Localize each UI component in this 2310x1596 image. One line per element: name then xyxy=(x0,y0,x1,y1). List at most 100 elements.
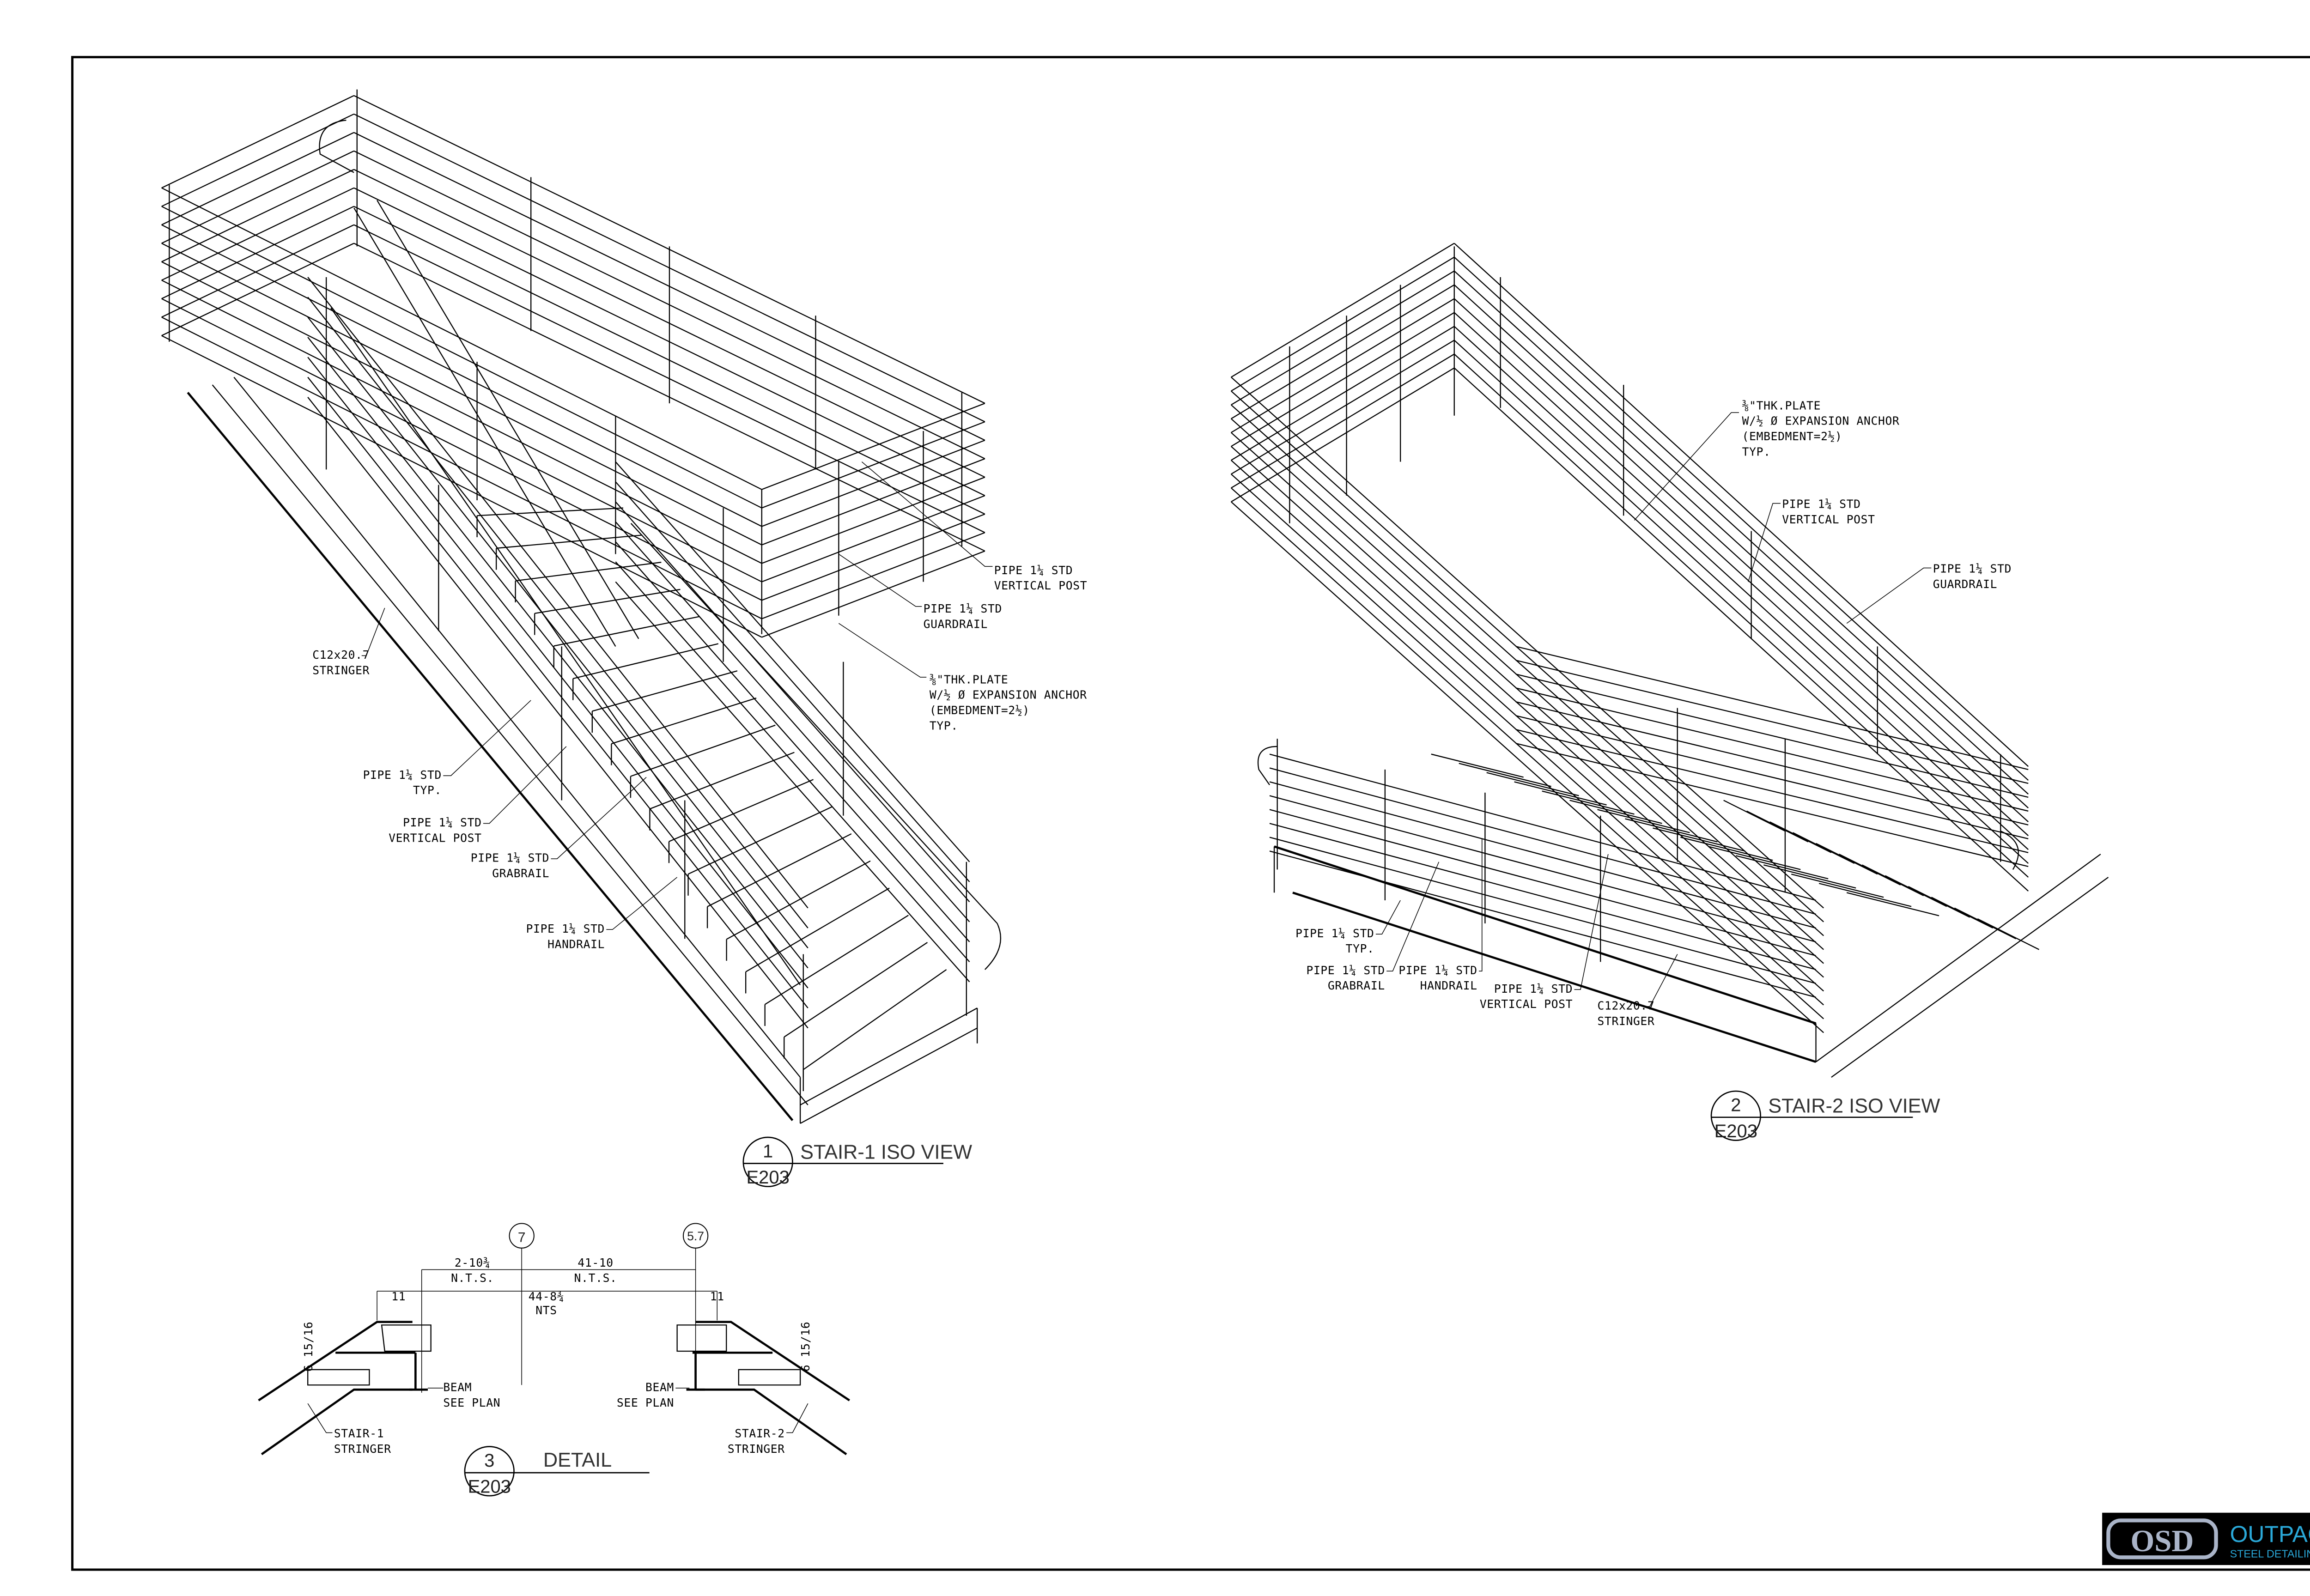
guardrail-pipe xyxy=(161,316,762,619)
dimension-edge-left: 11 xyxy=(391,1290,406,1303)
stair-tread xyxy=(1514,781,1607,806)
stair-tread xyxy=(1954,907,2017,940)
guardrail-pipe xyxy=(1231,487,1824,1019)
guardrail-pipe xyxy=(1515,674,2029,798)
stair-tread xyxy=(1746,810,1809,843)
stair-tread xyxy=(477,507,624,516)
guardrail-pipe xyxy=(1515,743,2029,867)
guardrail-pipe xyxy=(761,495,985,583)
guardrail-pipe xyxy=(1453,256,2029,781)
guardrail-pipe xyxy=(1453,298,2029,822)
logo-tagline: STEEL DETAILING xyxy=(2230,1547,2310,1560)
guardrail-pipe xyxy=(307,277,808,909)
stringer xyxy=(233,376,801,1078)
guardrail-pipe xyxy=(1515,646,2029,771)
stair-tread xyxy=(765,915,909,1005)
stair2-stringer xyxy=(695,1321,850,1402)
stair1-view-title: 1 E203 STAIR-1 ISO VIEW xyxy=(742,1136,972,1188)
guardrail-pipe xyxy=(161,113,354,207)
stringer xyxy=(800,1007,978,1106)
detail-drawing xyxy=(258,1248,850,1456)
guardrail-pipe xyxy=(161,279,762,583)
stair1-stringer xyxy=(258,1321,413,1402)
stair1-callouts: PIPE 1¼ STD VERTICAL POST PIPE 1¼ STD GU… xyxy=(312,461,1087,951)
stair-tread xyxy=(1680,837,1773,861)
guardrail-pipe xyxy=(1453,243,2029,767)
stair-tread xyxy=(1597,809,1690,833)
stair-tread xyxy=(1977,918,2040,950)
guardrail-pipe xyxy=(1453,270,2029,795)
guardrail-pipe xyxy=(1231,298,1455,433)
stair2-stringer xyxy=(695,1388,847,1456)
callout-grabrail: PIPE 1¼ STD xyxy=(471,851,549,865)
logo-name: OUTPACE xyxy=(2230,1521,2310,1547)
guardrail-pipe xyxy=(161,224,762,527)
guardrail-pipe xyxy=(761,513,985,601)
detail-annotations: 7 5.7 2-10¾ N.T.S. 41-10 N.T.S. 44-8¾ NT… xyxy=(302,1223,812,1497)
guardrail-pipe xyxy=(1453,326,2029,850)
stair-tread xyxy=(1838,854,1901,886)
dimension-height-right: 6 15/16 xyxy=(799,1322,812,1371)
guardrail-pipe xyxy=(1515,729,2029,853)
guardrail-pipe xyxy=(1231,367,1455,503)
guardrail-pipe xyxy=(761,476,985,564)
stair-tread xyxy=(745,887,890,972)
callout-handrail: HANDRAIL xyxy=(547,937,605,951)
stair-tread xyxy=(1625,818,1718,843)
stair-tread xyxy=(535,589,681,614)
callout-vertical-post: PIPE 1¼ STD xyxy=(1494,982,1573,995)
stair-tread xyxy=(630,724,776,777)
guardrail-pipe xyxy=(1231,460,1824,992)
guardrail-pipe xyxy=(161,169,354,262)
guardrail-pipe xyxy=(161,206,354,299)
guardrail-pipe xyxy=(1231,243,1455,378)
view-number: 1 xyxy=(763,1141,773,1161)
callout-guardrail: PIPE 1¼ STD xyxy=(1933,562,2012,576)
guardrail-pipe xyxy=(615,541,970,942)
dimension-note: NTS xyxy=(535,1304,557,1317)
callout-guardrail: GUARDRAIL xyxy=(1933,577,1997,591)
stair-tread xyxy=(1861,864,1924,897)
guardrail-pipe xyxy=(1515,701,2029,825)
stair-tread xyxy=(611,697,757,745)
dimension-note: N.T.S. xyxy=(574,1271,617,1285)
guardrail-pipe xyxy=(161,224,354,318)
view-title: STAIR-2 ISO VIEW xyxy=(1768,1095,1940,1117)
dimension-note: N.T.S. xyxy=(451,1271,494,1285)
guardrail-pipe xyxy=(1231,390,1824,922)
guardrail-pipe xyxy=(353,207,616,647)
guardrail-pipe xyxy=(307,376,808,1008)
stair-tread xyxy=(1723,800,1786,832)
sheet-reference: E203 xyxy=(746,1167,789,1188)
concrete-tread xyxy=(307,1369,370,1386)
stair-tread xyxy=(1653,827,1745,852)
stringer-leader xyxy=(786,1403,808,1433)
guardrail-pipe xyxy=(161,187,762,490)
guardrail-pipe xyxy=(377,200,639,639)
stair-tread xyxy=(1542,790,1635,815)
callout-grabrail: GRABRAIL xyxy=(1328,979,1385,992)
callout-pipe-typ: PIPE 1¼ STD xyxy=(363,768,442,782)
callout-stringer: STRINGER xyxy=(312,663,370,677)
guardrail-pipe xyxy=(761,458,985,546)
guardrail-pipe xyxy=(1231,284,1455,419)
guardrail-pipe xyxy=(161,298,762,601)
guardrail-pipe xyxy=(307,316,808,948)
callout-vertical-post: VERTICAL POST xyxy=(389,831,481,844)
handrail-return xyxy=(985,923,1001,970)
stair2-callouts: ⅜"THK.PLATE W/½ Ø EXPANSION ANCHOR (EMBE… xyxy=(1295,399,2012,1027)
view-title: DETAIL xyxy=(543,1449,612,1471)
callout-vertical-post: PIPE 1¼ STD xyxy=(1782,498,1860,511)
guardrail-pipe xyxy=(761,550,985,638)
stair-tread xyxy=(573,643,719,680)
handrail-return xyxy=(2000,831,2019,870)
guardrail-pipe xyxy=(307,297,808,928)
handrail xyxy=(330,307,801,985)
callout-stringer-right: STAIR-2 xyxy=(735,1427,784,1440)
concrete-tread xyxy=(738,1369,801,1386)
guardrail-pipe xyxy=(1231,353,1455,489)
guardrail-pipe xyxy=(615,481,970,882)
callout-plate: TYP. xyxy=(930,719,958,732)
stair-tread xyxy=(1846,892,1939,916)
stair-tread xyxy=(1486,772,1579,796)
